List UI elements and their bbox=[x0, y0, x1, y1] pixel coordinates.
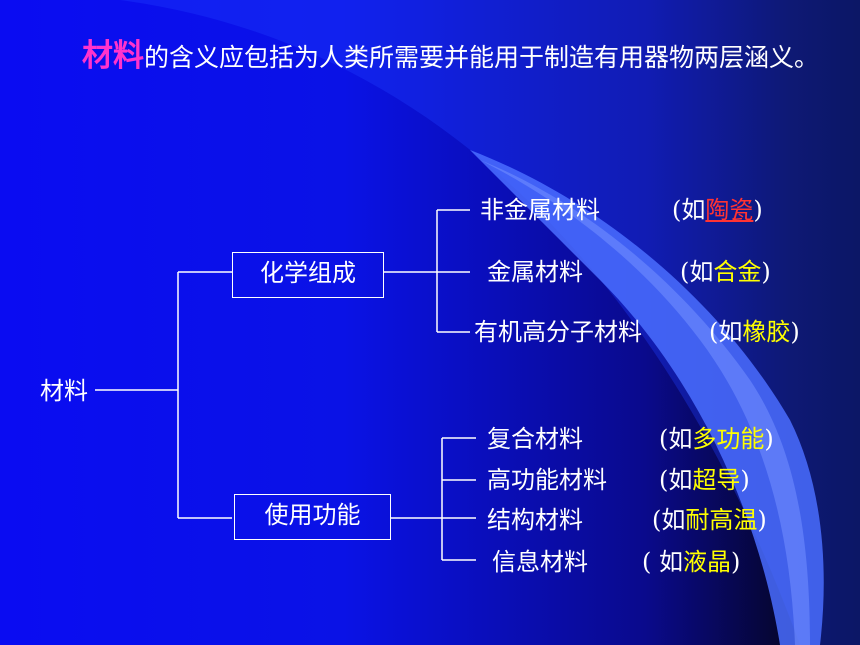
leaf-structural-materials: 结构材料 bbox=[487, 506, 583, 534]
root-node-materials: 材料 bbox=[40, 377, 88, 405]
example-information: ( 如液晶) bbox=[642, 548, 741, 576]
leaf-metal-materials: 金属材料 bbox=[487, 258, 583, 286]
leaf-composite-materials: 复合材料 bbox=[487, 425, 583, 453]
group-box-chemical-composition: 化学组成 bbox=[232, 252, 384, 298]
leaf-high-function-materials: 高功能材料 bbox=[487, 466, 607, 494]
leaf-information-materials: 信息材料 bbox=[492, 548, 588, 576]
example-composite: (如多功能) bbox=[659, 425, 774, 453]
example-structural: (如耐高温) bbox=[652, 506, 767, 534]
leaf-nonmetal-materials: 非金属材料 bbox=[480, 196, 600, 224]
intro-paragraph: 材料的含义应包括为人类所需要并能用于制造有用器物两层涵义。 bbox=[32, 38, 852, 76]
example-metal: (如合金) bbox=[680, 258, 771, 286]
leaf-organic-polymer-materials: 有机高分子材料 bbox=[474, 318, 642, 346]
intro-highlight: 材料 bbox=[82, 38, 144, 74]
example-nonmetal: (如陶瓷) bbox=[672, 196, 763, 224]
example-organic-polymer: (如橡胶) bbox=[709, 318, 800, 346]
group-box-functional-use: 使用功能 bbox=[234, 494, 391, 540]
intro-text: 的含义应包括为人类所需要并能用于制造有用器物两层涵义。 bbox=[144, 43, 820, 72]
example-link-ceramics[interactable]: 陶瓷 bbox=[705, 196, 754, 224]
example-high-function: (如超导) bbox=[659, 466, 750, 494]
